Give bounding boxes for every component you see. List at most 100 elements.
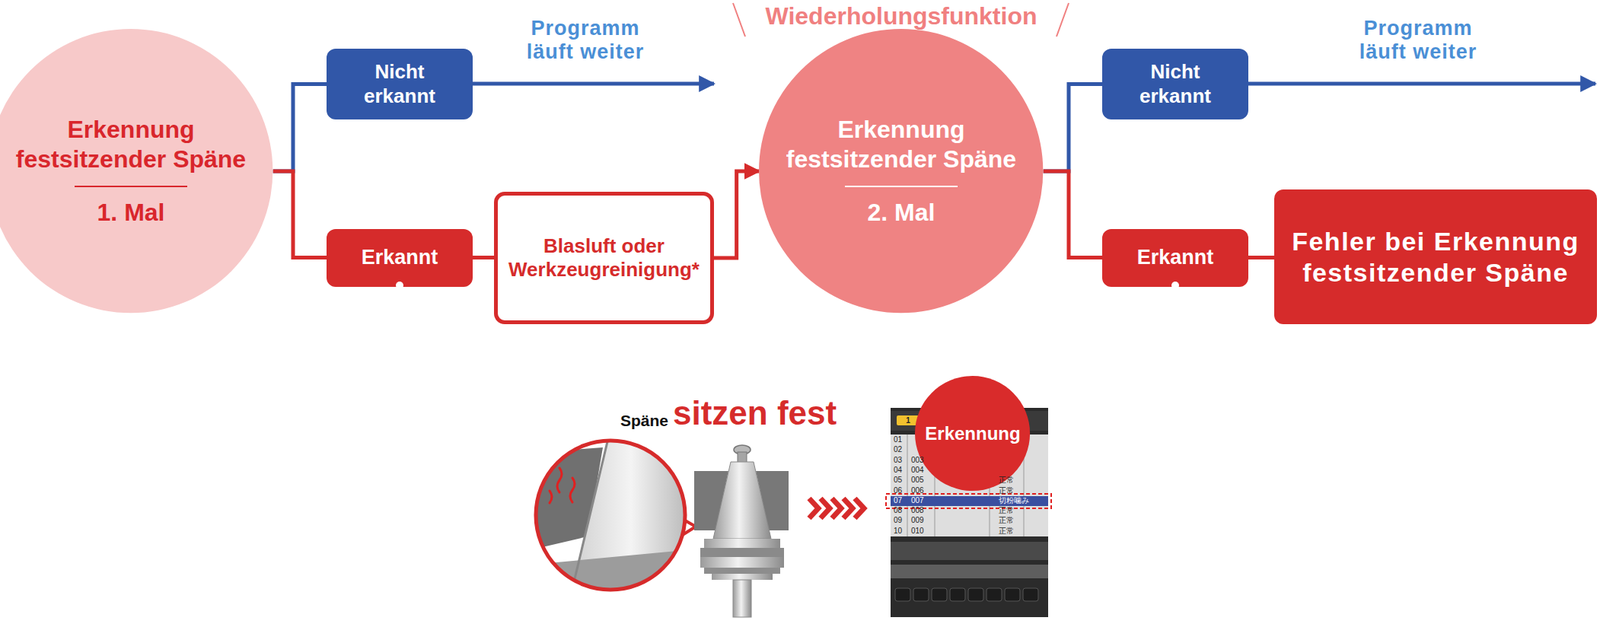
flow-connector [273, 84, 327, 172]
tool-holder [700, 557, 785, 568]
table-cell: 009 [911, 515, 925, 526]
node-title: Erkennung festsitzender Späne [779, 114, 1023, 174]
flow-connector [1043, 171, 1103, 259]
node-title: Erkannt [361, 245, 439, 270]
magnified-view [532, 435, 693, 602]
control-screen [986, 588, 1002, 602]
chevron-arrow [809, 498, 864, 519]
detection-badge: Erkennung [914, 376, 1030, 491]
status-box: Erkannt [1102, 229, 1249, 287]
continue-arrow [1248, 82, 1596, 87]
magnified-view [569, 435, 609, 602]
table-cell: 007 [911, 495, 925, 506]
tool-holder [713, 462, 772, 539]
flow-note: Programm läuft weiter [1348, 16, 1489, 64]
screen-tab: 1 [905, 416, 911, 426]
flow-connector [1248, 255, 1275, 260]
flow-connector [273, 171, 327, 259]
flow-connector [1043, 84, 1103, 172]
circle-fill [758, 28, 1043, 313]
chevron-arrow [854, 498, 864, 519]
table-cell: 08 [893, 505, 902, 516]
table-cell: 005 [911, 474, 925, 485]
node-title: Nicht erkannt [1120, 60, 1231, 108]
illustration-caption: sitzen fest [672, 394, 837, 434]
node-title: Erkennung festsitzender Späne [9, 114, 253, 174]
table-cell: 003 [911, 455, 925, 466]
control-screen [890, 541, 1049, 561]
table-cell: 正常 [998, 505, 1014, 516]
control-screen [895, 588, 911, 602]
chip-marks [549, 490, 552, 504]
node-title: Nicht erkannt [344, 60, 455, 108]
table-cell: 02 [893, 444, 902, 455]
chevron-arrow [831, 498, 842, 519]
continue-arrow [472, 82, 714, 87]
control-screen [913, 588, 929, 602]
divider-line [74, 185, 188, 188]
table-cell: 切粉噛み [998, 495, 1030, 506]
table-cell: 09 [893, 515, 902, 526]
table-cell: 010 [911, 525, 925, 536]
table-cell: 10 [893, 525, 902, 536]
continue-arrow [472, 83, 1596, 85]
circle-fill [914, 376, 1030, 491]
illustration-caption: Späne [620, 411, 669, 431]
node-title: Erkannt [1137, 245, 1215, 270]
node-title: Erkennung [924, 423, 1020, 446]
chevron-arrow [820, 498, 830, 519]
table-cell: 01 [893, 434, 902, 445]
magnified-view [532, 435, 693, 602]
chip-marks [549, 468, 575, 504]
flow-note: Programm läuft weiter [515, 16, 657, 64]
heading-slashes [1056, 3, 1069, 37]
table-cell: 05 [893, 474, 902, 485]
control-screen [931, 588, 947, 602]
heading-slashes [733, 3, 746, 37]
flow-connector [713, 171, 759, 259]
node-title: Fehler bei Erkennung festsitzender Späne [1284, 226, 1587, 289]
tool-holder [700, 445, 785, 618]
chip-marks [557, 468, 562, 493]
divider-line [844, 185, 958, 188]
table-cell: 正常 [998, 525, 1014, 536]
chevron-arrow [843, 498, 853, 519]
status-box: Nicht erkannt [326, 48, 473, 120]
chip-marks [570, 478, 575, 503]
tool-holder [737, 452, 747, 463]
tool-holder [733, 580, 752, 618]
table-cell: 008 [911, 505, 925, 516]
chevron-arrow [809, 498, 819, 519]
table-cell: 06 [893, 485, 902, 496]
table-cell: 03 [893, 455, 902, 466]
detection-circle: Erkennung festsitzender Späne 1. Mal [0, 28, 274, 313]
detection-circle: Erkennung festsitzender Späne 2. Mal [758, 28, 1043, 313]
table-cell: 正常 [998, 515, 1014, 526]
action-box: Blasluft oder Werkzeugreinigung* [494, 191, 714, 325]
control-screen [1004, 588, 1020, 602]
notch-dot [1171, 281, 1180, 290]
control-screen [890, 564, 1049, 579]
node-subtitle: 2. Mal [867, 197, 936, 227]
magnified-view [532, 549, 693, 602]
tool-holder [711, 573, 773, 581]
function-heading: Wiederholungsfunktion [764, 2, 1037, 31]
status-box: Erkannt [326, 229, 473, 287]
magnified-view [535, 440, 686, 590]
tool-holder [700, 548, 785, 558]
table-cell: 04 [893, 465, 902, 475]
node-title: Blasluft oder Werkzeugreinigung* [505, 234, 703, 282]
notch-dot [395, 281, 404, 290]
control-screen [1023, 588, 1039, 602]
flow-connector [472, 255, 495, 260]
control-screen [968, 588, 984, 602]
node-subtitle: 1. Mal [97, 197, 166, 227]
status-box: Nicht erkannt [1102, 48, 1249, 120]
control-screen [895, 588, 1039, 602]
control-screen [896, 415, 920, 426]
tool-holder [704, 567, 781, 574]
control-screen [949, 588, 966, 602]
table-cell: 006 [911, 485, 925, 496]
circle-fill [0, 28, 274, 313]
